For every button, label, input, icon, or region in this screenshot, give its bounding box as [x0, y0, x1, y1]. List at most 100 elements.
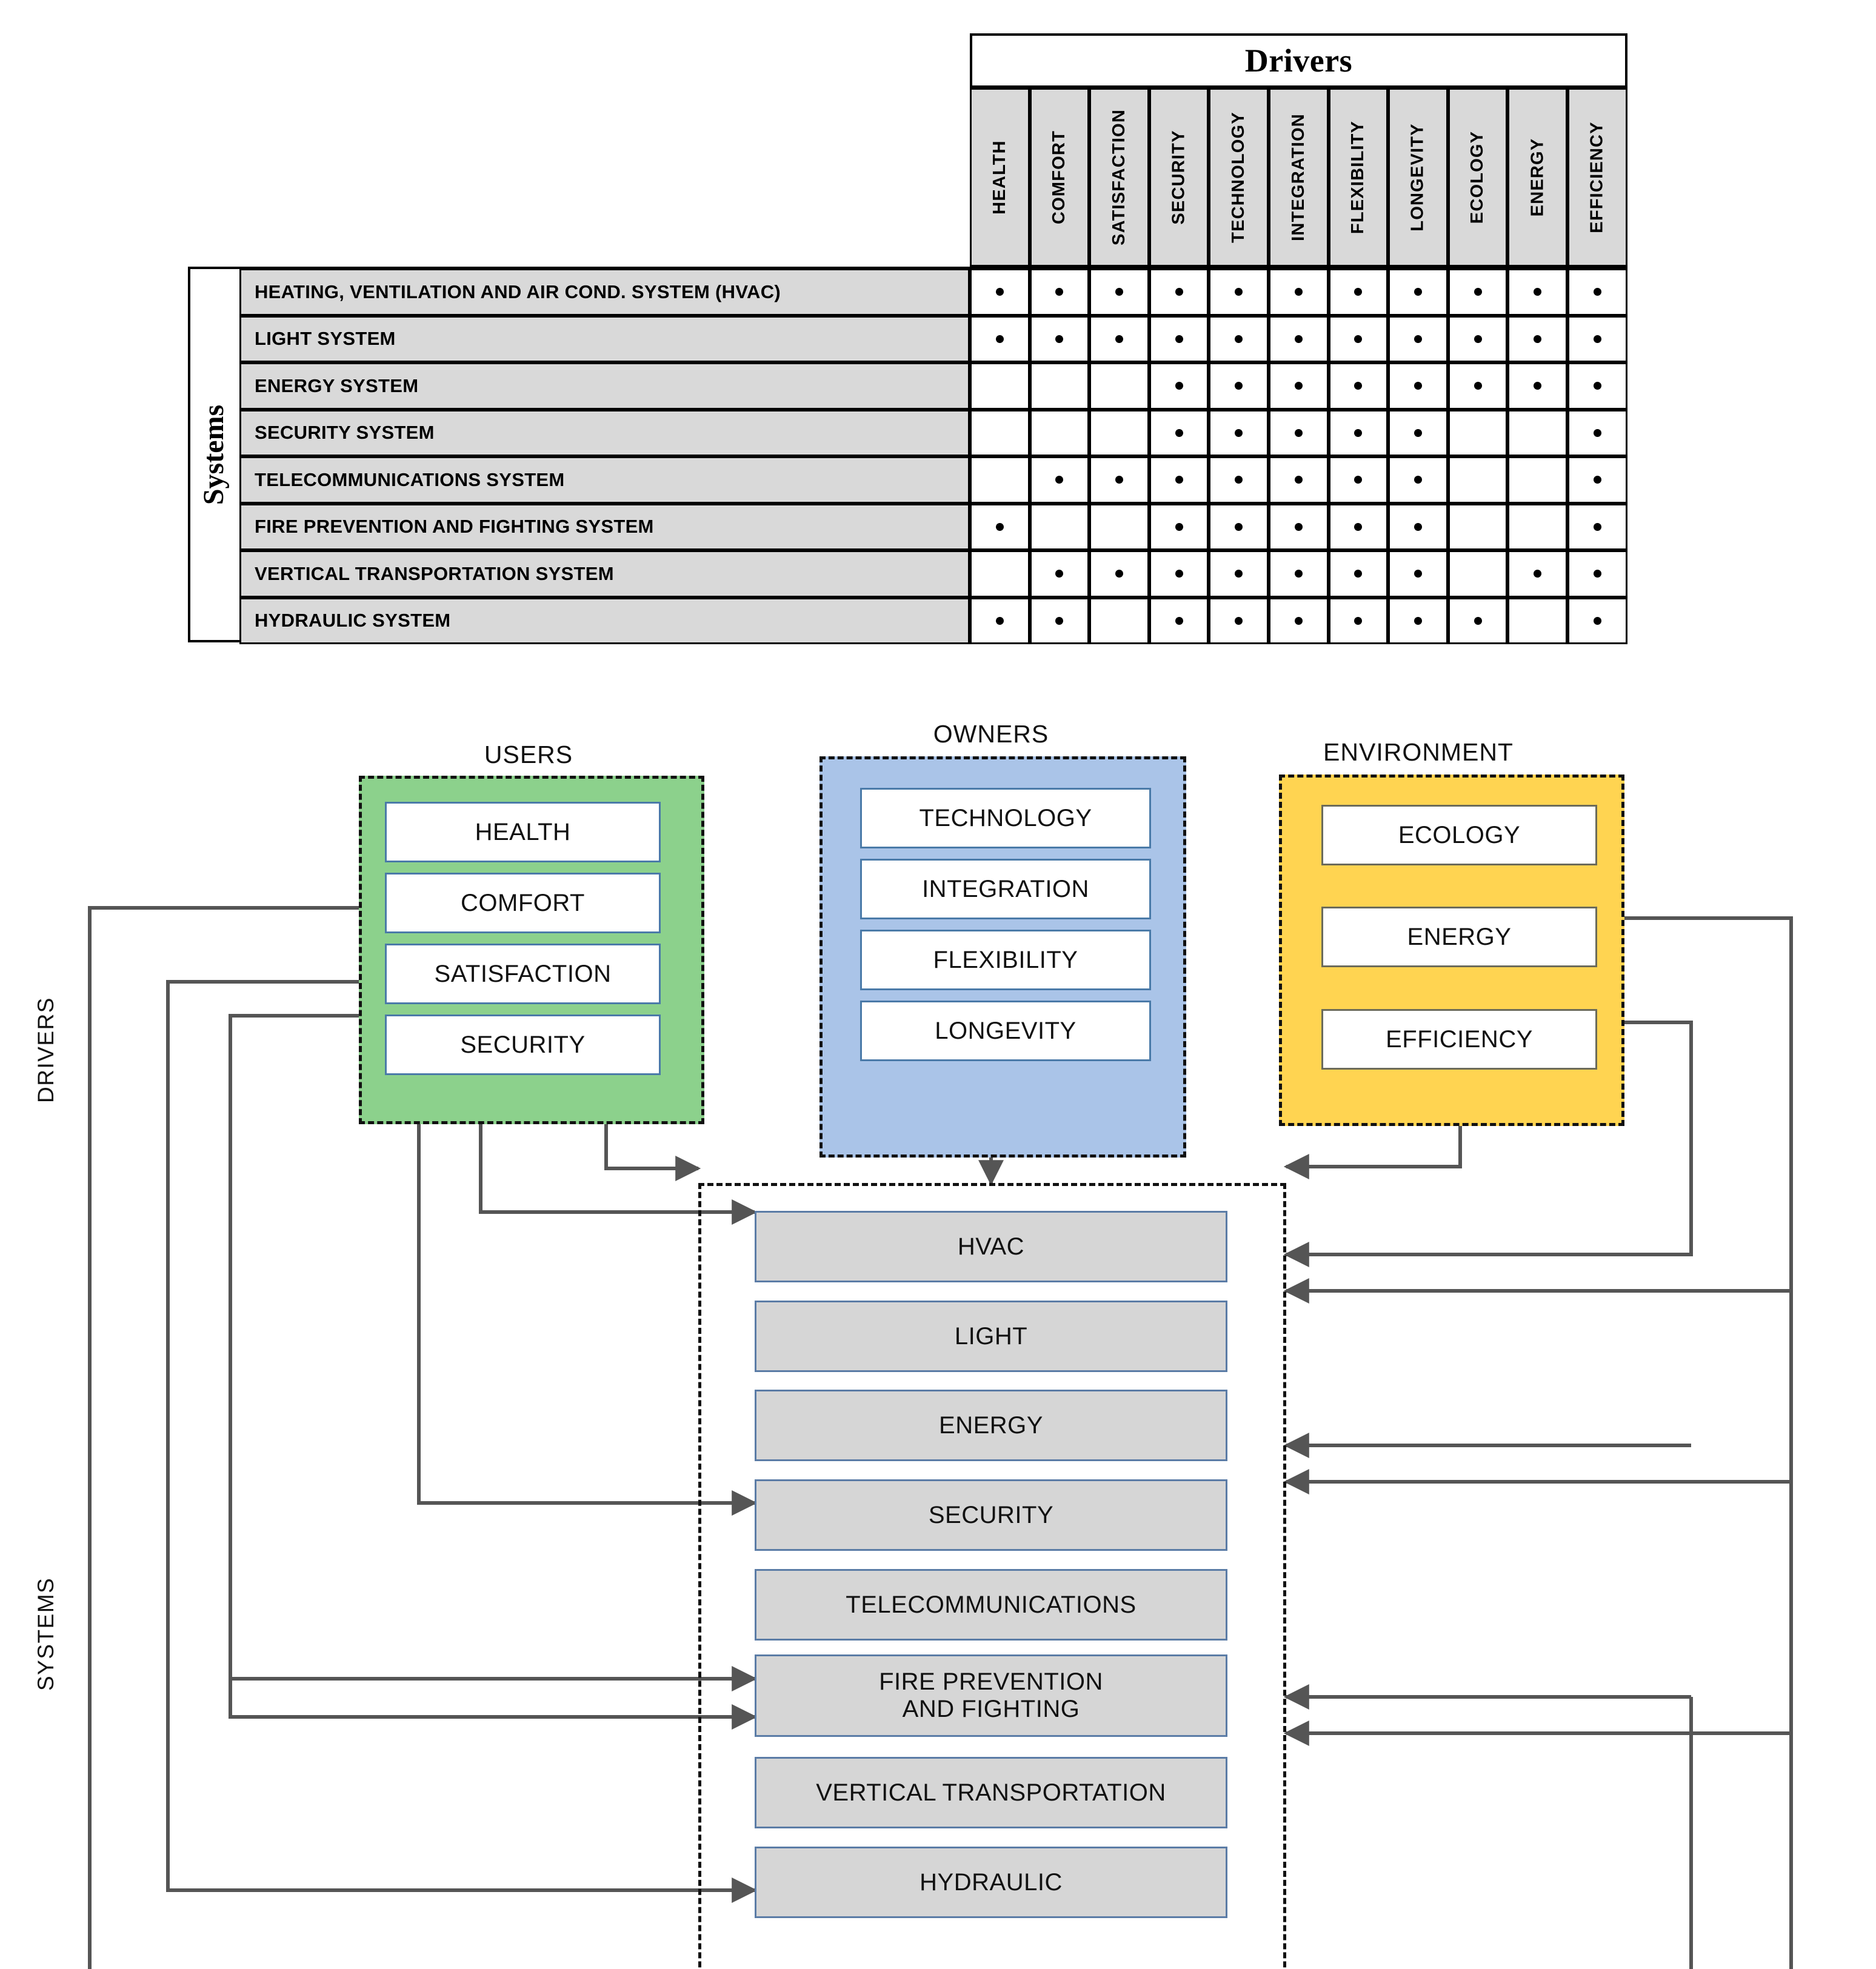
matrix-cell	[1388, 597, 1448, 644]
matrix-mark-dot	[1175, 288, 1183, 296]
matrix-cell	[1269, 550, 1329, 598]
matrix-mark-dot	[1235, 288, 1243, 296]
matrix-cell	[1029, 409, 1090, 456]
matrix-mark-dot	[1414, 522, 1422, 531]
connector-comfort-rail	[166, 980, 758, 1903]
matrix-cell	[970, 362, 1030, 410]
matrix-mark-dot	[1115, 288, 1123, 296]
matrix-mark-dot	[1414, 288, 1422, 296]
matrix-cell	[1388, 315, 1448, 362]
driver-column-label: INTEGRATION	[1288, 113, 1308, 241]
table-row: ENERGY SYSTEM	[239, 362, 1627, 410]
driver-box-health[interactable]: HEALTH	[385, 802, 661, 862]
table-row: FIRE PREVENTION AND FIGHTING SYSTEM	[239, 503, 1627, 550]
connector-health-rail	[88, 906, 359, 1969]
matrix-cell	[1089, 456, 1149, 504]
system-box-security[interactable]: SECURITY	[755, 1479, 1227, 1551]
matrix-mark-dot	[995, 522, 1004, 531]
matrix-mark-dot	[1593, 522, 1601, 531]
driver-box-technology[interactable]: TECHNOLOGY	[860, 788, 1151, 848]
system-box-hvac[interactable]: HVAC	[755, 1211, 1227, 1282]
matrix-cell	[1328, 550, 1389, 598]
matrix-cell	[1507, 362, 1567, 410]
matrix-mark-dot	[1354, 570, 1363, 578]
matrix-cell	[1328, 597, 1389, 644]
matrix-mark-dot	[995, 616, 1004, 625]
group-environment: ECOLOGY ENERGY EFFICIENCY	[1279, 775, 1624, 1126]
matrix-mark-dot	[1593, 382, 1601, 390]
matrix-cell	[1328, 409, 1389, 456]
matrix-mark-dot	[1175, 335, 1183, 343]
driver-box-comfort[interactable]: COMFORT	[385, 873, 661, 933]
matrix-cell	[1328, 362, 1389, 410]
matrix-systems-header: Systems	[188, 267, 239, 642]
matrix-cell	[1089, 315, 1149, 362]
matrix-cell	[1507, 409, 1567, 456]
matrix-cell	[1029, 503, 1090, 550]
system-box-label: ENERGY	[939, 1411, 1043, 1439]
matrix-cell	[1269, 362, 1329, 410]
system-box-telecommunications[interactable]: TELECOMMUNICATIONS	[755, 1569, 1227, 1641]
driver-box-flexibility[interactable]: FLEXIBILITY	[860, 930, 1151, 990]
matrix-cell	[1447, 362, 1508, 410]
matrix-mark-dot	[1354, 616, 1363, 625]
system-box-energy[interactable]: ENERGY	[755, 1390, 1227, 1461]
driver-box-longevity[interactable]: LONGEVITY	[860, 1001, 1151, 1061]
matrix-mark-dot	[1593, 428, 1601, 437]
row-cells	[970, 456, 1627, 504]
system-box-light[interactable]: LIGHT	[755, 1301, 1227, 1372]
driver-box-efficiency[interactable]: EFFICIENCY	[1321, 1009, 1597, 1070]
connector-satisfaction-rail	[229, 1014, 758, 1730]
row-cells	[970, 315, 1627, 362]
system-box-hydraulic[interactable]: HYDRAULIC	[755, 1847, 1227, 1918]
system-box-vertical-transportation[interactable]: VERTICAL TRANSPORTATION	[755, 1757, 1227, 1828]
matrix-mark-dot	[1593, 476, 1601, 484]
matrix-cell	[1209, 503, 1269, 550]
matrix-mark-dot	[1175, 476, 1183, 484]
matrix-cell	[1328, 315, 1389, 362]
matrix-cell	[1029, 550, 1090, 598]
matrix-mark-dot	[1115, 476, 1123, 484]
matrix-cell	[1209, 597, 1269, 644]
driver-box-integration[interactable]: INTEGRATION	[860, 859, 1151, 919]
driver-column-satisfaction: SATISFACTION	[1089, 88, 1149, 267]
driver-box-energy[interactable]: ENERGY	[1321, 907, 1597, 967]
matrix-cell	[1269, 503, 1329, 550]
matrix-mark-dot	[1294, 428, 1303, 437]
matrix-cell	[1567, 362, 1627, 410]
driver-box-ecology[interactable]: ECOLOGY	[1321, 805, 1597, 865]
matrix-cell	[1209, 362, 1269, 410]
system-row-label: HEATING, VENTILATION AND AIR COND. SYSTE…	[239, 268, 970, 316]
matrix-cell	[1567, 503, 1627, 550]
system-box-fire-prevention[interactable]: FIRE PREVENTION AND FIGHTING	[755, 1654, 1227, 1737]
matrix-mark-dot	[1593, 288, 1601, 296]
system-box-label: HYDRAULIC	[920, 1868, 1063, 1896]
matrix-cell	[1447, 503, 1508, 550]
matrix-mark-dot	[1235, 335, 1243, 343]
system-row-label: SECURITY SYSTEM	[239, 409, 970, 456]
driver-box-satisfaction[interactable]: SATISFACTION	[385, 944, 661, 1004]
driver-column-label: LONGEVITY	[1407, 123, 1427, 232]
matrix-mark-dot	[1414, 476, 1422, 484]
table-row: VERTICAL TRANSPORTATION SYSTEM	[239, 550, 1627, 598]
matrix-mark-dot	[1294, 522, 1303, 531]
connector-security-to-light	[417, 1124, 758, 1516]
matrix-cell	[970, 409, 1030, 456]
driver-column-label: ECOLOGY	[1467, 130, 1487, 224]
connector-security-to-systems	[604, 1120, 701, 1181]
system-box-label: VERTICAL TRANSPORTATION	[816, 1779, 1166, 1806]
matrix-cell	[1089, 550, 1149, 598]
row-cells	[970, 597, 1627, 644]
matrix-mark-dot	[1414, 570, 1422, 578]
system-box-label: HVAC	[957, 1233, 1025, 1260]
driver-box-security[interactable]: SECURITY	[385, 1014, 661, 1075]
matrix-mark-dot	[1294, 382, 1303, 390]
matrix-cell	[1089, 409, 1149, 456]
group-title-environment: ENVIRONMENT	[1323, 738, 1514, 766]
matrix-mark-dot	[1593, 570, 1601, 578]
matrix-cell	[1447, 315, 1508, 362]
matrix-cell	[1149, 362, 1209, 410]
matrix-cell	[970, 503, 1030, 550]
